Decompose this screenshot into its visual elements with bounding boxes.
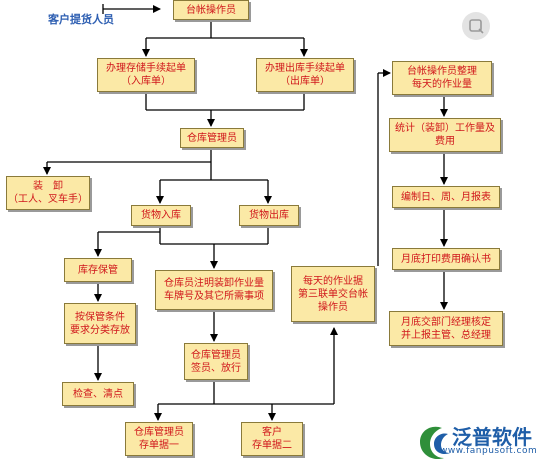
daily-third-copy-box: 每天的作业据 第三联单交台帐 操作员 — [291, 266, 375, 322]
logo-icon — [420, 426, 450, 460]
by-condition-box: 按保管条件 要求分类存放 — [64, 303, 136, 344]
goods-in-box: 货物入库 — [131, 205, 191, 226]
reports-box: 编制日、周、月报表 — [392, 186, 500, 208]
logo-url: www.fanpusoft.com — [440, 446, 538, 456]
note-work-box: 仓库员注明装卸作业量 车牌号及其它所需事项 — [155, 270, 273, 310]
unload-box: 装 卸 （工人、叉车手） — [6, 176, 90, 210]
stats-box: 统计（装卸）工作量及 费用 — [389, 118, 501, 152]
check-box: 检查、清点 — [62, 382, 134, 406]
goods-out-box: 货物出库 — [239, 205, 299, 226]
outbound-form-box: 办理出库手续起单 （出库单） — [256, 58, 354, 92]
manager-copy1-box: 仓库管理员 存单据一 — [125, 422, 193, 456]
sign-release-box: 仓库管理员 签员、放行 — [184, 343, 248, 380]
storage-box: 库存保管 — [64, 258, 132, 282]
warehouse-manager-box: 仓库管理员 — [180, 128, 244, 148]
month-print-box: 月底打印费用确认书 — [392, 248, 500, 270]
customer-copy2-box: 客户 存单据二 — [241, 422, 303, 456]
ledger-arrange-box: 台帐操作员整理 每天的作业量 — [392, 61, 492, 95]
ledger-operator-top-box: 台帐操作员 — [173, 0, 249, 20]
search-icon[interactable] — [462, 12, 490, 40]
customer-pickup-note: 客户提货人员 — [48, 13, 114, 26]
month-end-box: 月底交部门经理核定 并上报主管、总经理 — [389, 311, 503, 346]
inbound-form-box: 办理存储手续起单 （入库单） — [97, 58, 195, 92]
logo-name: 泛普软件 — [452, 425, 532, 449]
